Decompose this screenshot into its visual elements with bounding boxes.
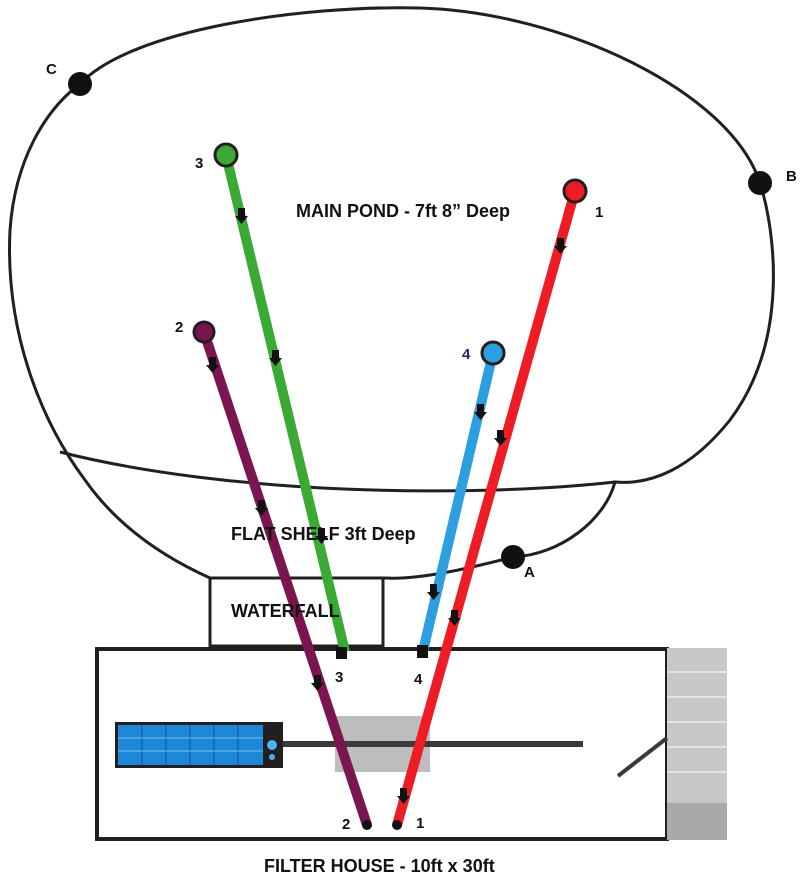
point-c-marker <box>68 72 92 96</box>
arrow-down-icon <box>474 404 487 420</box>
pipe-4-start-label: 4 <box>462 346 471 363</box>
flow-arrows <box>206 208 567 804</box>
arrow-down-icon <box>255 500 268 516</box>
door <box>616 736 669 778</box>
pipe-3-end-label: 3 <box>335 669 343 686</box>
arrow-down-icon <box>315 528 328 544</box>
arrow-down-icon <box>448 610 461 626</box>
waterfall-label: WATERFALL <box>231 601 340 621</box>
filter-unit-icon <box>115 722 283 768</box>
shelf-divider <box>59 450 616 493</box>
waterfall-box <box>208 578 385 648</box>
point-a-label: A <box>524 564 535 581</box>
main-pond-label: MAIN POND - 7ft 8” Deep <box>296 201 510 221</box>
pipe-1-start-label: 1 <box>595 204 603 221</box>
pipe-3-start-label: 3 <box>195 155 203 172</box>
arrow-down-icon <box>427 584 440 600</box>
pipe-2-start-label: 2 <box>175 319 183 336</box>
point-a-marker <box>501 545 525 569</box>
pond-outline <box>8 6 775 580</box>
stairs <box>667 648 727 840</box>
arrow-down-icon <box>397 788 410 804</box>
filter-house-label: FILTER HOUSE - 10ft x 30ft <box>264 856 495 876</box>
arrow-down-icon <box>206 357 219 373</box>
arrow-down-icon <box>235 208 248 224</box>
arrow-down-icon <box>269 350 282 366</box>
pipe-4 <box>417 340 506 658</box>
arrow-down-icon <box>311 675 324 691</box>
point-c-label: C <box>46 61 57 78</box>
pipe-1 <box>392 178 588 830</box>
pipe-2-end-label: 2 <box>342 816 350 833</box>
pipe-3 <box>213 142 350 659</box>
point-b-label: B <box>786 168 797 185</box>
arrow-down-icon <box>494 430 507 446</box>
arrow-down-icon <box>554 238 567 254</box>
flat-shelf-label: FLAT SHELF 3ft Deep <box>231 524 416 544</box>
pipe-2 <box>192 320 372 830</box>
pipe-4-end-label: 4 <box>414 671 423 688</box>
pipe-1-end-label: 1 <box>416 815 424 832</box>
point-b-marker <box>748 171 772 195</box>
